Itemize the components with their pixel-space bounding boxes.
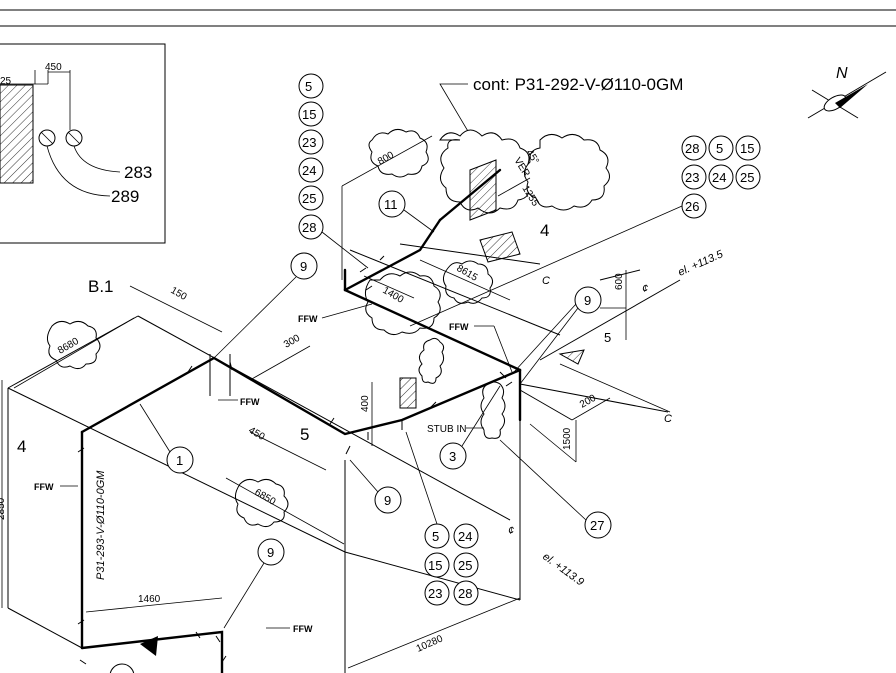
balloon-23-right: 23 [685, 170, 699, 185]
view-mark-5-right: 5 [604, 330, 611, 345]
balloon-27: 27 [590, 518, 604, 533]
balloon-group-right: 28 5 15 23 24 25 26 [409, 135, 761, 327]
balloon-26: 26 [685, 199, 699, 214]
balloon-15-right: 15 [740, 141, 754, 156]
balloon-24-top: 24 [302, 163, 316, 178]
balloon-group-bottom: 5 24 15 25 23 28 [405, 431, 479, 606]
stub-in-label: STUB IN [427, 424, 466, 435]
north-arrow-icon: N [807, 65, 887, 119]
dimension-lines [1, 135, 671, 669]
balloon-25-right: 25 [740, 170, 754, 185]
view-mark-c-right: C [664, 413, 672, 425]
north-label: N [836, 65, 848, 82]
single-balloons: 11 9 9 9 9 1 3 27 [109, 190, 612, 673]
balloon-1: 1 [176, 453, 183, 468]
detail-ref-283: 283 [124, 163, 152, 182]
balloon-25-bottom: 25 [458, 558, 472, 573]
elevation-upper: el. +113.5 [676, 248, 725, 279]
balloon-5-bottom: 5 [432, 529, 439, 544]
balloon-23-top: 23 [302, 135, 316, 150]
balloon-9-d: 9 [267, 545, 274, 560]
elevation-lower: el. +113.9 [540, 551, 586, 589]
balloon-11: 11 [384, 197, 398, 212]
center-mark-bottom: ¢ [508, 525, 514, 537]
balloon-28-top: 28 [302, 220, 316, 235]
pipe-line-label: P31-293-V-Ø110-0GM [95, 470, 107, 580]
dim-1460: 1460 [138, 594, 161, 605]
balloon-15-top: 15 [302, 107, 316, 122]
dim-150: 150 [169, 285, 189, 303]
ffw-label-5: FFW [293, 624, 313, 634]
detail-inset: 25 450 283 289 [0, 43, 166, 244]
balloon-24-right: 24 [712, 170, 726, 185]
balloon-5-right: 5 [716, 141, 723, 156]
balloon-28-right: 28 [685, 141, 699, 156]
center-mark-top: ¢ [642, 283, 648, 295]
balloon-28-bottom: 28 [458, 586, 472, 601]
dim-2850: 2850 [0, 497, 7, 520]
dim-450-mid: 450 [247, 425, 267, 443]
pipe-route [7, 159, 681, 673]
continuation-label: cont: P31-292-V-Ø110-0GM [473, 75, 683, 94]
balloon-9-a: 9 [300, 259, 307, 274]
dim-10280: 10280 [415, 633, 445, 655]
view-mark-4-top: 4 [540, 221, 549, 240]
view-mark-5-mid: 5 [300, 425, 309, 444]
dim-450-top: 450 [45, 62, 62, 73]
ffw-label-1: FFW [298, 314, 318, 324]
view-mark-4-left: 4 [17, 437, 26, 456]
balloon-23-bottom: 23 [428, 586, 442, 601]
balloon-9-b: 9 [584, 293, 591, 308]
balloon-25-top: 25 [302, 191, 316, 206]
view-mark-c-top: C [542, 275, 550, 287]
balloon-5-top: 5 [305, 79, 312, 94]
dim-300: 300 [282, 333, 302, 351]
ffw-label-4: FFW [34, 482, 54, 492]
dim-1500: 1500 [562, 427, 573, 450]
revision-clouds [46, 128, 610, 528]
dim-25: 25 [0, 76, 12, 87]
balloon-24-bottom: 24 [458, 529, 472, 544]
detail-ref-289: 289 [111, 187, 139, 206]
ffw-label-3: FFW [240, 397, 260, 407]
section-label: B.1 [88, 277, 114, 296]
balloon-3: 3 [449, 449, 456, 464]
balloon-9-c: 9 [384, 493, 391, 508]
balloon-15-bottom: 15 [428, 558, 442, 573]
ffw-label-2: FFW [449, 322, 469, 332]
balloon-group-top: 5 15 23 24 25 28 [298, 73, 369, 269]
dim-600: 600 [614, 273, 625, 290]
dim-400: 400 [360, 395, 371, 412]
